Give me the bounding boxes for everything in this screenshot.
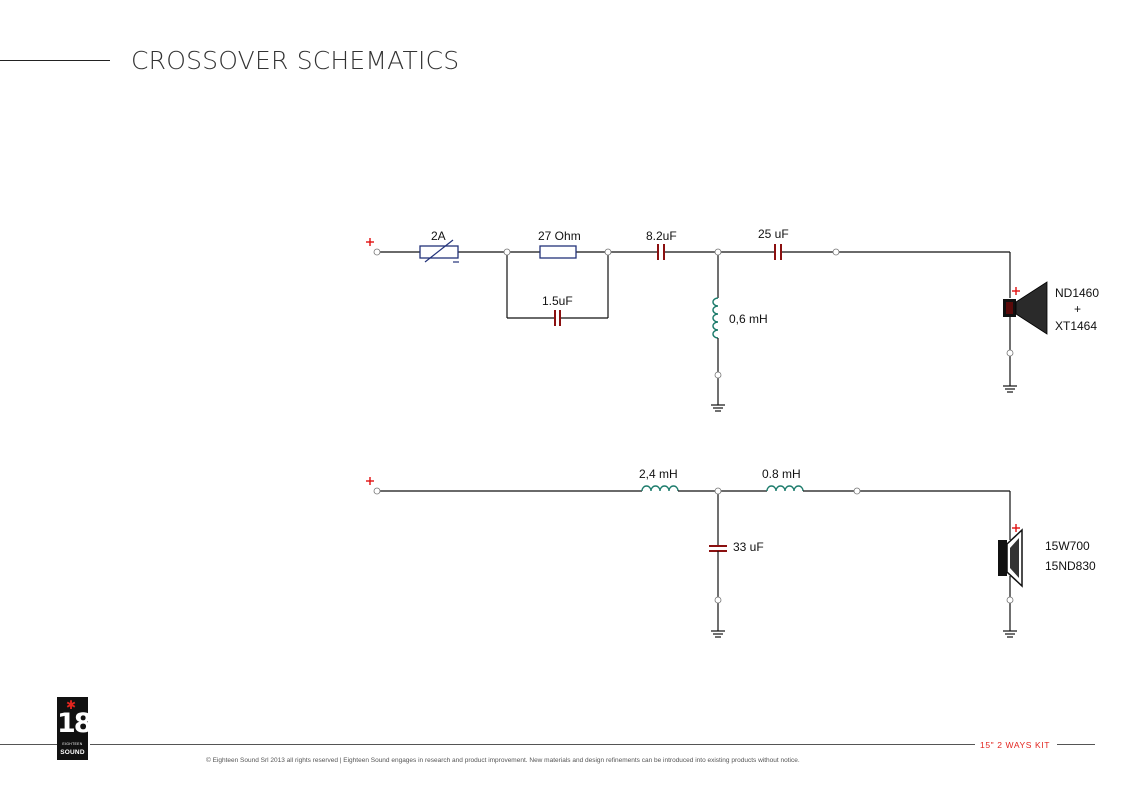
page-title: CROSSOVER SCHEMATICS [131, 46, 460, 75]
footer-rule [0, 744, 57, 745]
lp-driver-name-1: 15W700 [1045, 539, 1090, 553]
capacitor-25uf [774, 244, 782, 260]
capacitor-33uf [709, 545, 727, 552]
hp-driver-name-2: XT1464 [1055, 319, 1097, 333]
hp-input-plus [366, 238, 374, 246]
inductor-0-8mh [766, 485, 804, 492]
logo-word: SOUND [60, 749, 85, 756]
lp-driver-name-2: 15ND830 [1045, 559, 1096, 573]
fuse-label: 2A [431, 229, 446, 243]
lp-inductor1-label: 2,4 mH [639, 467, 678, 481]
hp-inductor-label: 0,6 mH [729, 312, 768, 326]
resistor-27-ohm [539, 245, 577, 259]
title-rule [0, 60, 110, 61]
node [373, 248, 381, 256]
compression-driver-icon [1003, 281, 1048, 335]
cap2-label: 25 uF [758, 227, 789, 241]
fuse-2a [419, 239, 459, 263]
high-pass-circuit: 2A 27 Ohm 1.5uF 8.2uF 25 uF 0,6 mH [366, 227, 1099, 412]
lp-input-plus [366, 477, 374, 485]
footer-rule [1057, 744, 1095, 745]
capacitor-8-2uf [657, 244, 665, 260]
ground-icon [1003, 630, 1017, 638]
node [1006, 596, 1014, 604]
node [714, 371, 722, 379]
inductor-0-6mh [712, 297, 719, 339]
node [503, 248, 511, 256]
kit-label: 15" 2 WAYS KIT [980, 740, 1050, 750]
node [714, 248, 722, 256]
hp-driver-plus: + [1074, 302, 1081, 316]
ground-icon [711, 630, 725, 638]
low-pass-circuit: 2,4 mH 0.8 mH 33 uF 15W700 [366, 467, 1096, 638]
eighteen-sound-logo: ✱ 18 EIGHTEEN SOUND [57, 697, 93, 760]
node [714, 487, 722, 495]
cap1-label: 8.2uF [646, 229, 677, 243]
node [714, 596, 722, 604]
footer-rule [90, 744, 975, 745]
node [373, 487, 381, 495]
capacitor-bypass [554, 310, 561, 326]
lp-inductor2-label: 0.8 mH [762, 467, 801, 481]
node [832, 248, 840, 256]
woofer-icon [998, 524, 1023, 588]
inductor-2-4mh [641, 485, 679, 492]
node [1006, 349, 1014, 357]
hp-driver-name-1: ND1460 [1055, 286, 1099, 300]
logo-number: 18 [57, 708, 93, 739]
node [604, 248, 612, 256]
logo-small-text: EIGHTEEN [62, 742, 83, 746]
bypass-cap-label: 1.5uF [542, 294, 573, 308]
copyright-text: © Eighteen Sound Srl 2013 all rights res… [206, 757, 800, 764]
lp-cap-label: 33 uF [733, 540, 764, 554]
ground-icon [1003, 385, 1017, 393]
ground-icon [711, 404, 725, 412]
star-icon: ✱ [66, 698, 77, 712]
resistor-label: 27 Ohm [538, 229, 581, 243]
node [853, 487, 861, 495]
